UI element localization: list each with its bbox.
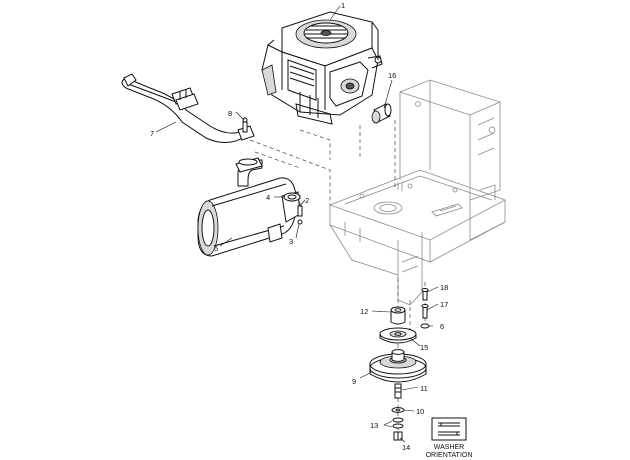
exhaust-fasteners	[242, 117, 303, 225]
washer-orientation-inset	[431, 417, 467, 441]
callout-18: 18	[440, 283, 448, 292]
callout-8: 8	[228, 109, 232, 118]
bolt-17	[421, 304, 429, 319]
caption-line-1: WASHER	[434, 444, 464, 451]
callout-13: 13	[370, 421, 378, 430]
frame-chassis	[328, 79, 506, 306]
spacer-12	[390, 306, 406, 325]
bolt-18	[421, 288, 429, 301]
callout-9: 9	[352, 377, 356, 386]
callout-15: 15	[420, 343, 428, 352]
shaft-coupler	[371, 103, 392, 124]
callout-1: 1	[341, 1, 345, 10]
callout-numbers: 1 2 3 4 5 6 7 8 9 10 11 12 13 14 15 16 1…	[150, 1, 448, 452]
leader-lines	[155, 5, 439, 443]
callout-17: 17	[440, 300, 448, 309]
washers-13	[392, 417, 404, 429]
callout-7: 7	[150, 129, 154, 138]
washer-10	[391, 407, 405, 413]
callout-2: 2	[305, 196, 309, 205]
hub-15	[379, 327, 417, 344]
pulley-9	[369, 349, 427, 383]
exhaust-clamp	[283, 192, 301, 202]
washer-6	[420, 323, 430, 329]
callout-11: 11	[420, 384, 428, 393]
callout-10: 10	[416, 407, 424, 416]
muffler	[197, 157, 301, 257]
exhaust-pipe	[121, 73, 255, 143]
callout-16: 16	[388, 71, 396, 80]
callout-14: 14	[402, 443, 410, 452]
engine-assembly	[261, 11, 383, 125]
callout-3: 3	[289, 237, 293, 246]
callout-5: 5	[214, 244, 218, 253]
callout-12: 12	[360, 307, 368, 316]
callout-4: 4	[266, 193, 270, 202]
callout-6: 6	[440, 322, 444, 331]
key-11	[394, 383, 402, 399]
washer-orientation-caption: WASHER ORIENTATION	[426, 444, 473, 459]
caption-line-2: ORIENTATION	[426, 452, 473, 459]
